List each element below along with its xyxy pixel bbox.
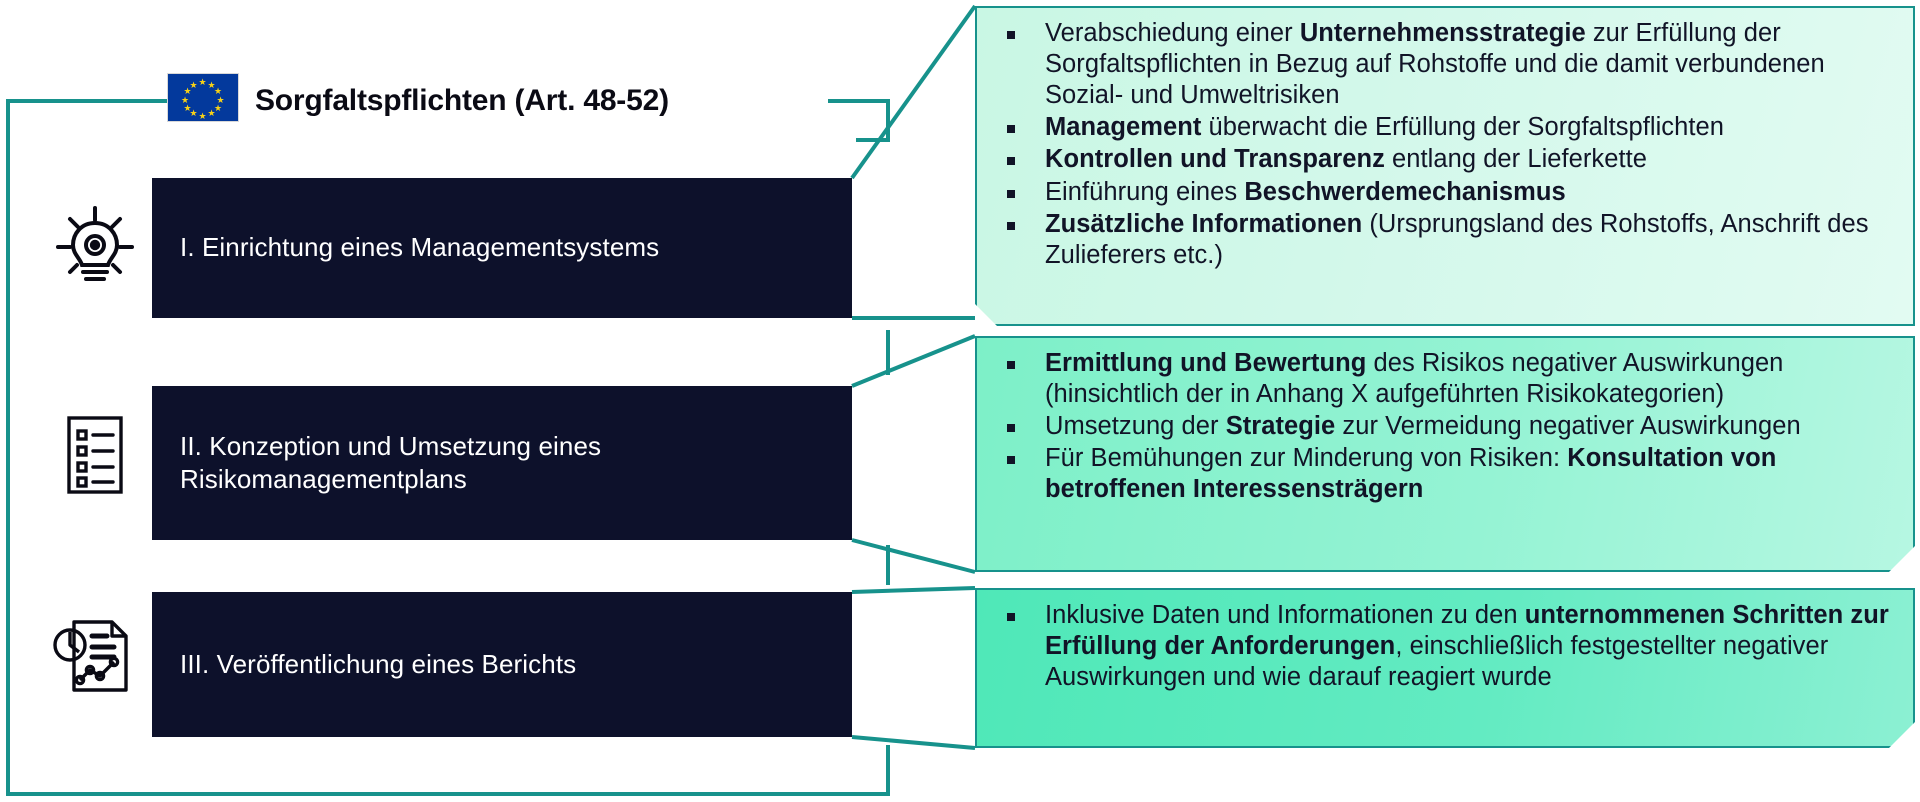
page-title: Sorgfaltspflichten (Art. 48-52)	[255, 84, 669, 117]
title-elbow	[828, 99, 890, 142]
callout-1-leader	[850, 4, 977, 180]
bullet-text: Einführung eines Beschwerdemechanismus	[1045, 177, 1566, 206]
bullet-text: Umsetzung der Strategie zur Vermeidung n…	[1045, 412, 1801, 441]
bullet-marker	[1007, 424, 1015, 432]
detail-panel-2: Ermittlung und Bewertung des Risikos neg…	[975, 336, 1915, 572]
bullet-item: Management überwacht die Erfüllung der S…	[987, 112, 1891, 143]
bullet-marker	[1007, 361, 1015, 369]
step-label-3: III. Veröffentlichung eines Berichts	[180, 648, 577, 679]
bullet-marker	[1007, 456, 1015, 464]
bullet-item: Verabschiedung einer Unternehmensstrateg…	[987, 18, 1891, 111]
step-box-1[interactable]: I. Einrichtung eines Managementsystems	[152, 178, 852, 318]
bullet-item: Für Bemühungen zur Minderung von Risiken…	[987, 443, 1891, 505]
bullet-item: Ermittlung und Bewertung des Risikos neg…	[987, 348, 1891, 410]
eu-flag-icon	[168, 74, 238, 121]
bullet-marker	[1007, 31, 1015, 39]
bullet-marker	[1007, 613, 1015, 621]
step-box-2[interactable]: II. Konzeption und Umsetzung eines Risik…	[152, 386, 852, 540]
bullet-list-2: Ermittlung und Bewertung des Risikos neg…	[987, 348, 1891, 506]
lightbulb-gear-icon	[52, 200, 138, 286]
checklist-icon	[52, 412, 138, 498]
callout-2-leader	[851, 334, 976, 388]
bullet-list-3: Inklusive Daten und Informationen zu den…	[987, 600, 1891, 693]
bullet-item: Umsetzung der Strategie zur Vermeidung n…	[987, 411, 1891, 442]
step-box-3[interactable]: III. Veröffentlichung eines Berichts	[152, 592, 852, 737]
bullet-list-1: Verabschiedung einer Unternehmensstrateg…	[987, 18, 1891, 271]
callout-2-base	[851, 538, 976, 574]
bullet-text: Management überwacht die Erfüllung der S…	[1045, 113, 1724, 142]
bullet-marker	[1007, 125, 1015, 133]
bullet-text: Für Bemühungen zur Minderung von Risiken…	[1045, 444, 1777, 504]
step-label-1: I. Einrichtung eines Managementsystems	[180, 232, 660, 263]
callout-3-base	[851, 735, 976, 750]
bullet-marker	[1007, 190, 1015, 198]
callout-3-leader	[851, 586, 976, 594]
bullet-item: Einführung eines Beschwerdemechanismus	[987, 177, 1891, 208]
bullet-text: Verabschiedung einer Unternehmensstrateg…	[1045, 19, 1825, 110]
bullet-item: Inklusive Daten und Informationen zu den…	[987, 600, 1891, 693]
bullet-text: Kontrollen und Transparenz entlang der L…	[1045, 145, 1647, 174]
bullet-text: Ermittlung und Bewertung des Risikos neg…	[1045, 349, 1784, 409]
bullet-marker	[1007, 157, 1015, 165]
bullet-item: Kontrollen und Transparenz entlang der L…	[987, 144, 1891, 175]
bullet-marker	[1007, 222, 1015, 230]
detail-panel-3: Inklusive Daten und Informationen zu den…	[975, 588, 1915, 748]
bullet-text: Zusätzliche Informationen (Ursprungsland…	[1045, 209, 1869, 269]
detail-panel-1: Verabschiedung einer Unternehmensstrateg…	[975, 6, 1915, 326]
report-chart-icon	[52, 612, 138, 698]
bullet-text: Inklusive Daten und Informationen zu den…	[1045, 601, 1889, 692]
bullet-item: Zusätzliche Informationen (Ursprungsland…	[987, 209, 1891, 271]
step-label-2: II. Konzeption und Umsetzung eines Risik…	[180, 430, 602, 494]
